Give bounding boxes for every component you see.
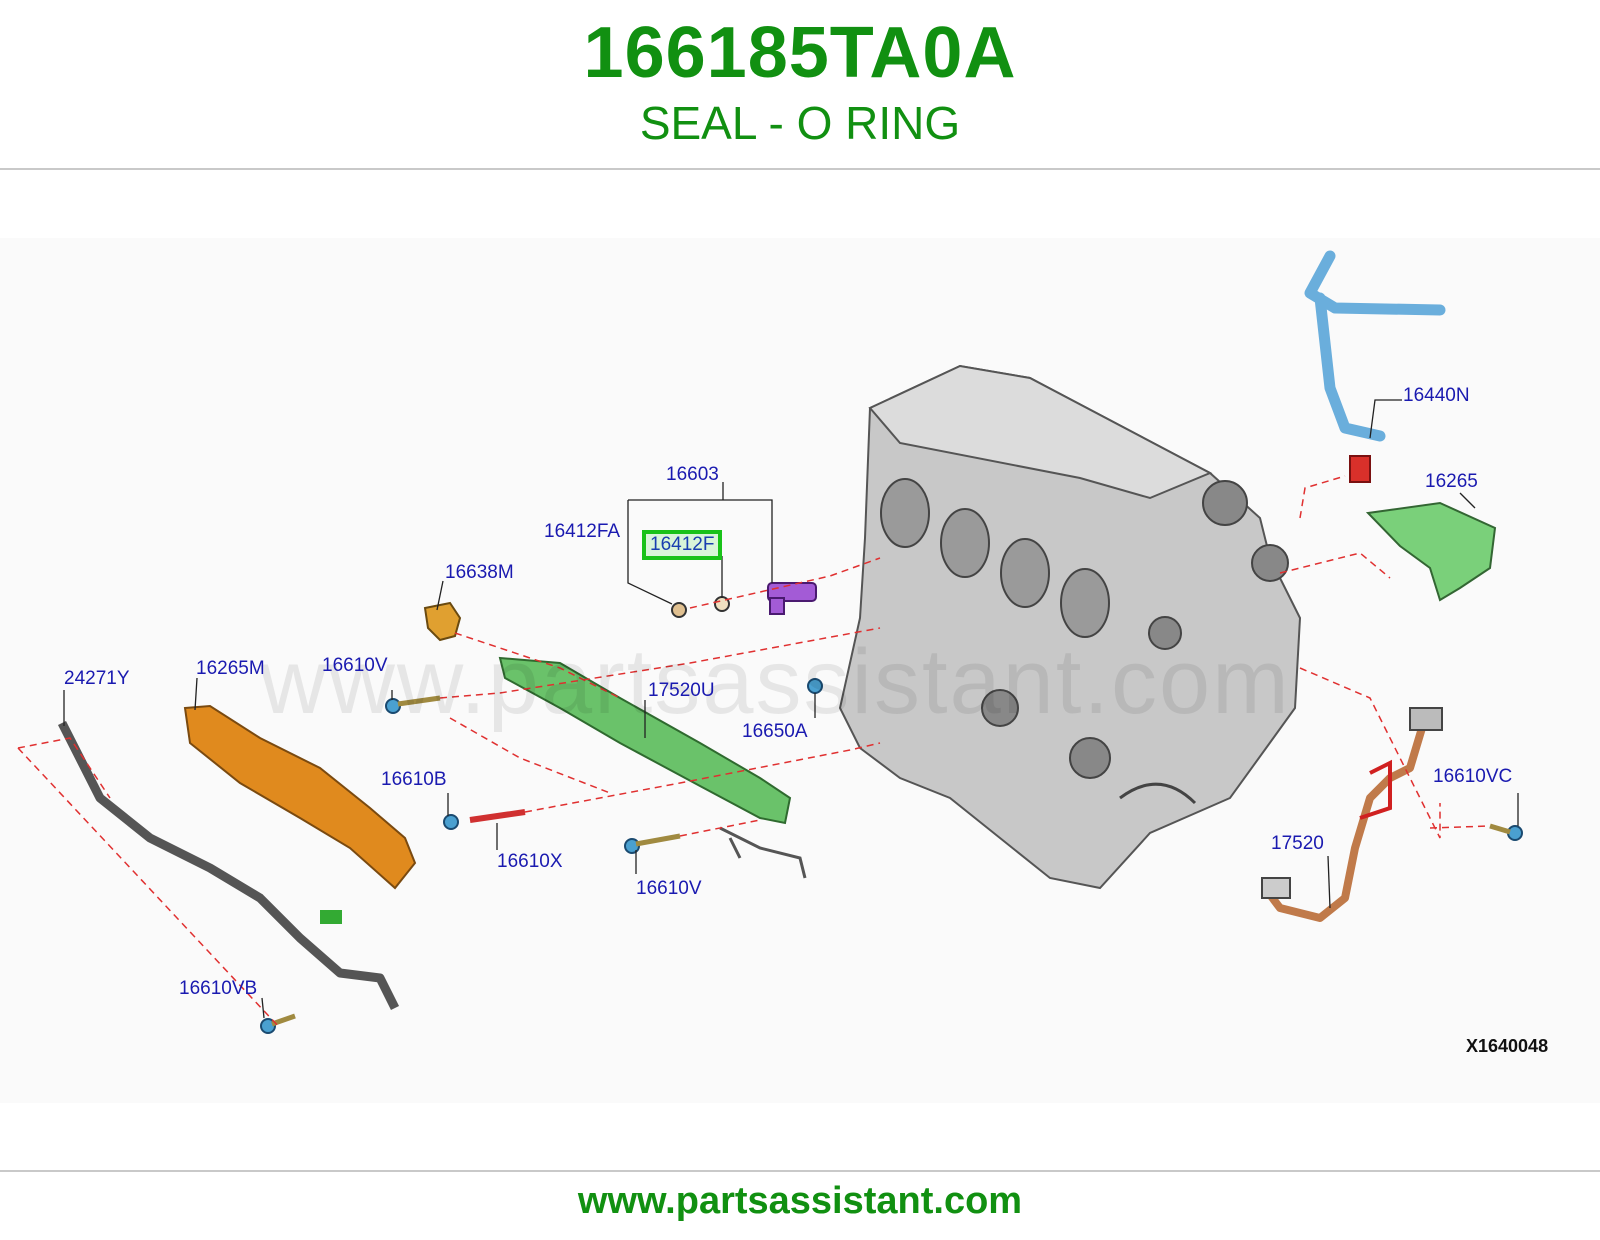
- callout-16638m[interactable]: 16638M: [445, 562, 514, 583]
- callout-24271y[interactable]: 24271Y: [64, 668, 130, 689]
- page-header: 166185TA0A SEAL - O RING: [0, 0, 1600, 168]
- callout-16412fa[interactable]: 16412FA: [544, 521, 621, 542]
- part-name-subtitle: SEAL - O RING: [639, 97, 961, 149]
- callout-16610v-bottom[interactable]: 16610V: [636, 878, 702, 899]
- callout-17520u[interactable]: 17520U: [648, 680, 715, 701]
- assembly-guide-lines: [17, 475, 1491, 1029]
- footer-site-link[interactable]: www.partsassistant.com: [577, 1180, 1023, 1222]
- callout-16603[interactable]: 16603: [666, 464, 719, 485]
- watermark-text: www.partsassistant.com: [260, 631, 1291, 733]
- header-divider: [0, 168, 1600, 170]
- sensor-16638m-illustration: [423, 601, 462, 642]
- callout-16610x[interactable]: 16610X: [497, 851, 563, 872]
- engine-block-illustration: [838, 364, 1302, 890]
- part-number-title: 166185TA0A: [583, 13, 1017, 93]
- callout-17520[interactable]: 17520: [1271, 833, 1324, 854]
- diagram-artwork: [17, 250, 1523, 1034]
- diagram-reference-code: X1640048: [1466, 1036, 1549, 1056]
- callout-16265[interactable]: 16265: [1425, 471, 1478, 492]
- callout-16412f-highlighted[interactable]: 16412F: [642, 530, 723, 560]
- callout-leaders: [63, 399, 1519, 1019]
- callout-16610vb[interactable]: 16610VB: [179, 978, 258, 999]
- fuel-pipe-16440n-illustration: [1304, 250, 1446, 483]
- exploded-parts-diagram: www.partsassistant.com 16440N 16265 1660…: [0, 238, 1600, 1103]
- callout-16440n[interactable]: 16440N: [1403, 385, 1470, 406]
- callout-16265m[interactable]: 16265M: [196, 658, 265, 679]
- footer-divider: [0, 1170, 1600, 1172]
- callout-16610vc[interactable]: 16610VC: [1433, 766, 1513, 787]
- bracket-24271y-illustration: [57, 720, 400, 1011]
- callout-16650a[interactable]: 16650A: [742, 721, 808, 742]
- bracket-16265-illustration: [1365, 501, 1497, 602]
- callout-16610v-top[interactable]: 16610V: [322, 655, 388, 676]
- fuel-line-17520-illustration: [1261, 707, 1443, 922]
- fuel-rail-17520u-illustration: [498, 656, 807, 879]
- insulator-16265m-illustration: [183, 704, 417, 890]
- callout-16610b[interactable]: 16610B: [381, 769, 447, 790]
- injector-16603-illustration: [671, 582, 817, 618]
